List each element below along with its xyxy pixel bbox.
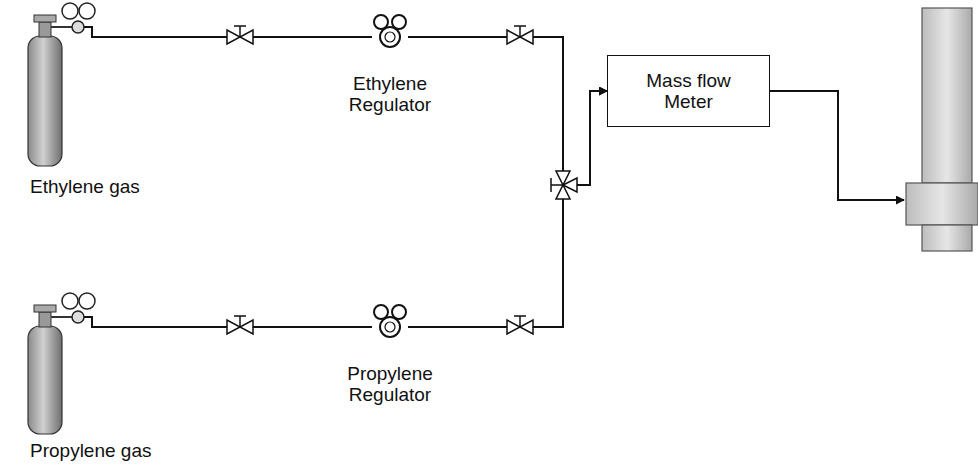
gate-valve (227, 26, 253, 44)
part-label: Propylene Regulator (325, 363, 455, 405)
outlet-pipe (770, 91, 904, 200)
box-label: Mass flow Meter (624, 70, 754, 112)
meter-box: Mass flow Meter (607, 55, 770, 127)
pressure-regulator: Ethylene Regulator (372, 15, 408, 49)
regulator-drawing (372, 305, 408, 339)
gas-pipe (408, 37, 607, 185)
gate-valve (227, 316, 253, 334)
regulator-drawing (372, 15, 408, 49)
gas-pipe (408, 91, 607, 327)
cylinder-drawing (20, 290, 100, 438)
part-label: Ethylene Regulator (330, 73, 450, 115)
cylinder-drawing (20, 0, 100, 170)
gas-cylinder: Ethylene gas (20, 0, 100, 170)
gate-valve (507, 316, 533, 334)
gate-valves (227, 26, 533, 334)
gate-valve (507, 26, 533, 44)
part-label: Ethylene gas (30, 176, 140, 197)
three-way-valve (551, 171, 577, 199)
gas-cylinder: Propylene gas (20, 290, 100, 438)
reactor-column (906, 8, 978, 251)
part-label: Propylene gas (30, 440, 151, 461)
pressure-regulator: Propylene Regulator (372, 305, 408, 339)
